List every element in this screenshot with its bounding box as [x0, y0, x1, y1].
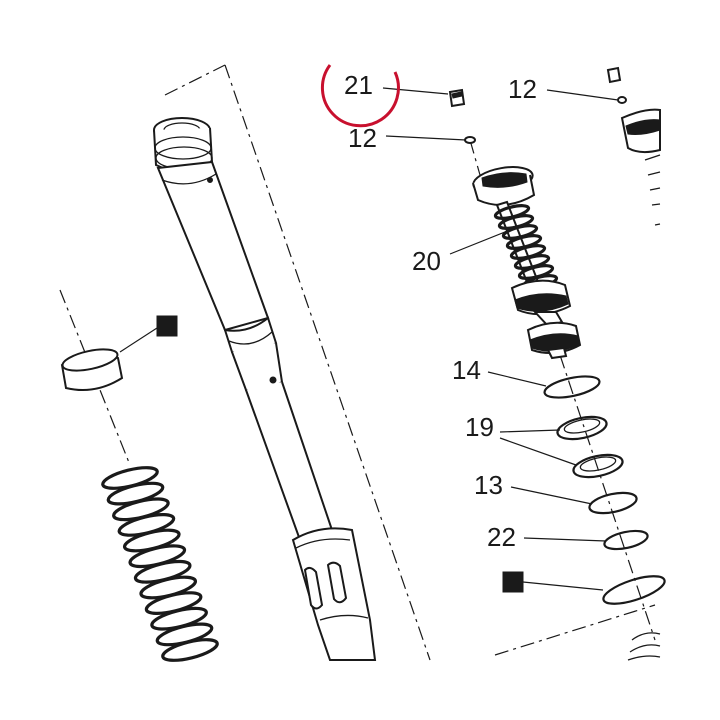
fork-tube	[153, 117, 377, 661]
callout-12-left[interactable]: 12	[348, 123, 377, 153]
callouts: 21 12 12 20 14 19 13 22	[344, 70, 537, 552]
callout-14[interactable]: 14	[452, 355, 481, 385]
ring-stack	[543, 375, 666, 661]
spring-coil	[161, 638, 219, 662]
spacer-and-spring	[60, 348, 219, 662]
callout-19[interactable]: 19	[465, 412, 494, 442]
damper-assembly-partial	[606, 66, 661, 226]
callout-22[interactable]: 22	[487, 522, 516, 552]
square-marker-top	[156, 315, 178, 337]
callout-12-right[interactable]: 12	[508, 74, 537, 104]
square-marker-bottom	[502, 571, 524, 593]
callout-20[interactable]: 20	[412, 246, 441, 276]
damper-assembly	[448, 88, 582, 360]
callout-13[interactable]: 13	[474, 470, 503, 500]
leader-lines	[382, 87, 619, 542]
highlight-circle	[320, 64, 400, 128]
callout-21[interactable]: 21	[344, 70, 373, 100]
